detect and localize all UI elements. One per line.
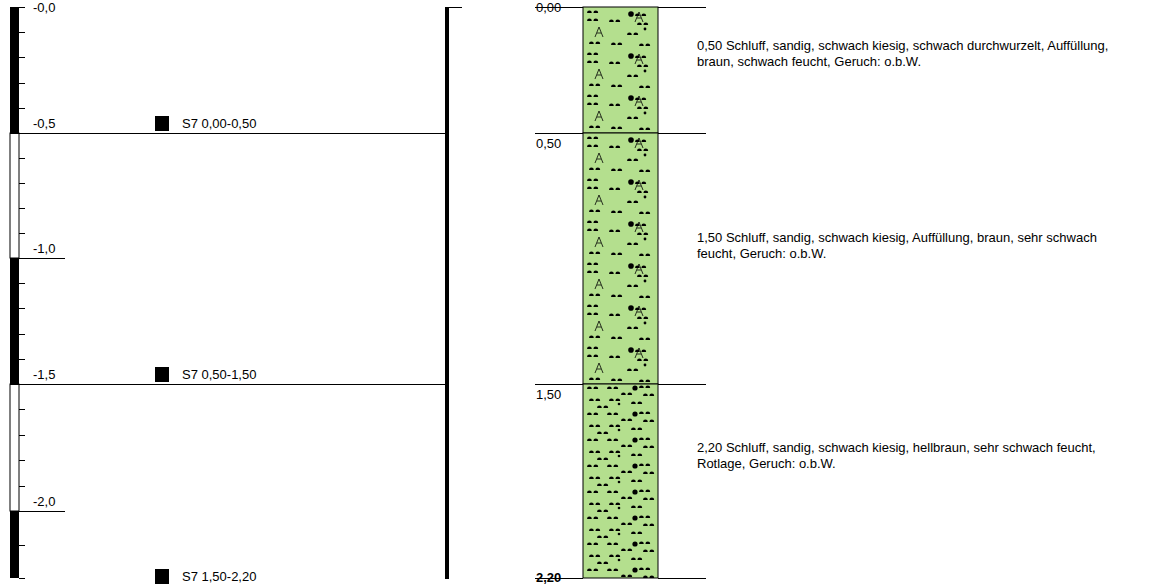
scale-tick bbox=[19, 32, 25, 33]
layer-boundaries bbox=[535, 8, 706, 579]
sample-label: S7 1,50-2,20 bbox=[182, 569, 256, 585]
depth-scale bbox=[10, 7, 25, 579]
layer-description: 1,50 Schluff, sandig, schwach kiesig, Au… bbox=[697, 230, 1112, 262]
scale-tick bbox=[19, 183, 25, 184]
scale-tick bbox=[19, 578, 25, 579]
sample-label: S7 0,50-1,50 bbox=[182, 367, 256, 383]
scale-tick bbox=[19, 308, 25, 309]
layer-description: 0,50 Schluff, sandig, schwach kiesig, sc… bbox=[697, 38, 1112, 70]
scale-label: -0,0 bbox=[33, 0, 55, 16]
sample-label: S7 0,00-0,50 bbox=[182, 116, 256, 132]
depth-bar bbox=[445, 7, 462, 579]
scale-label: -1,0 bbox=[33, 241, 55, 257]
scale-tick bbox=[19, 545, 25, 546]
scale-label: -1,5 bbox=[33, 367, 55, 383]
scale-label: -2,0 bbox=[33, 494, 55, 510]
scale-tick bbox=[19, 283, 25, 284]
layer-description: 2,20 Schluff, sandig, schwach kiesig, he… bbox=[697, 440, 1112, 472]
scale-tick bbox=[19, 108, 25, 109]
scale-tick bbox=[19, 233, 25, 234]
depth-label: 0,00 bbox=[536, 0, 561, 16]
sample-marker bbox=[155, 116, 169, 584]
guide-lines bbox=[10, 134, 447, 587]
scale-tick bbox=[19, 57, 25, 58]
scale-tick bbox=[19, 460, 25, 461]
scale-tick bbox=[19, 83, 25, 84]
scale-tick bbox=[19, 359, 25, 360]
soil-column bbox=[583, 7, 658, 578]
scale-label: -0,5 bbox=[33, 116, 55, 132]
scale-tick bbox=[19, 435, 25, 436]
depth-label: 1,50 bbox=[536, 387, 561, 403]
depth-label: 2,20 bbox=[536, 570, 561, 586]
scale-tick bbox=[19, 208, 25, 209]
scale-tick bbox=[19, 158, 25, 159]
scale-tick bbox=[19, 486, 25, 487]
scale-tick bbox=[19, 409, 25, 410]
scale-tick bbox=[19, 7, 25, 8]
depth-label: 0,50 bbox=[536, 136, 561, 152]
scale-tick bbox=[19, 334, 25, 335]
